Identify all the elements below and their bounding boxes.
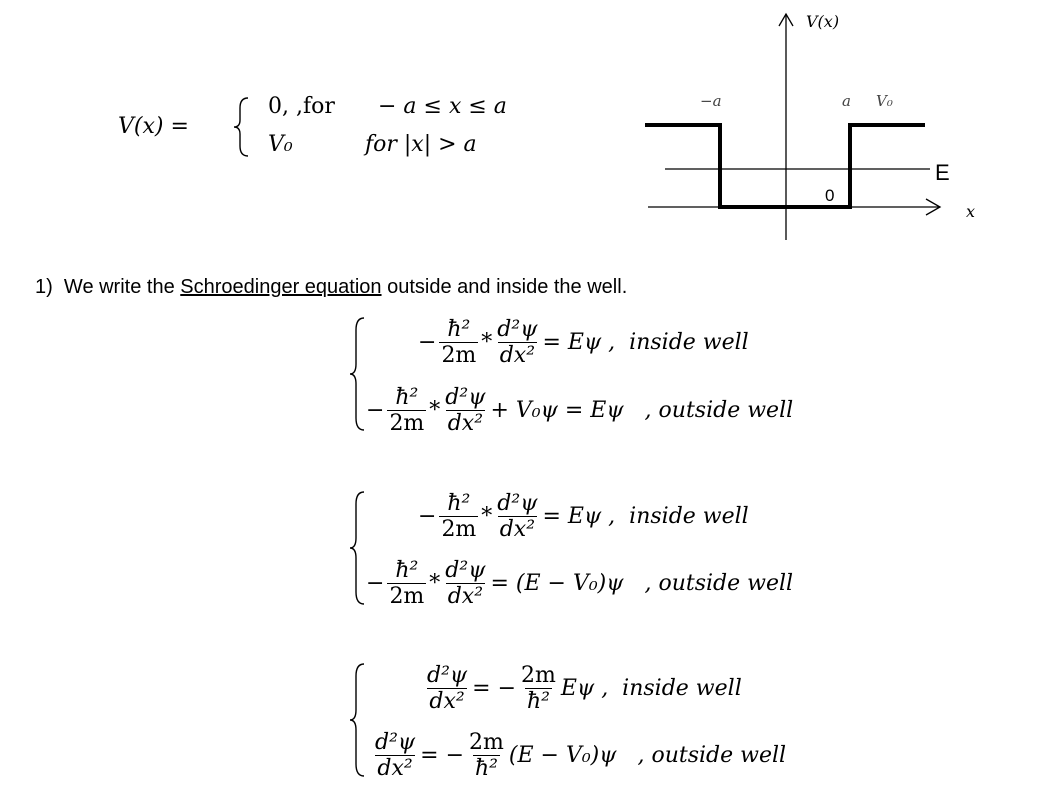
system-1-brace (349, 317, 365, 431)
v0-label: V₀ (876, 92, 893, 110)
case2-condition: for |x| > a (365, 132, 477, 157)
x-axis-arrow-icon (925, 198, 942, 216)
pos-a-label: a (842, 92, 851, 110)
step-text-pre: We write the (63, 276, 181, 298)
equation-rest: (E − V₀)ψ , outside well (508, 743, 787, 769)
potential-well-diagram (645, 12, 942, 240)
minus: − (366, 571, 385, 597)
zero-label: 0 (825, 186, 835, 205)
potential-lhs: V(x) = (118, 114, 189, 139)
equals-minus: = − (420, 743, 465, 769)
minus: − (418, 504, 437, 530)
potential-curve (645, 123, 925, 209)
y-axis-arrow-icon (778, 12, 794, 27)
system-2-brace (349, 491, 365, 605)
case2-value: V₀ (268, 132, 293, 157)
star: * (481, 330, 493, 356)
step-text-post: outside and inside the well. (381, 276, 628, 298)
star: * (429, 398, 441, 424)
star: * (429, 571, 441, 597)
step-number: 1) (35, 276, 53, 298)
equation-rest: = Eψ , inside well (542, 504, 749, 530)
schroedinger-equation-link[interactable]: Schroedinger equation (180, 276, 382, 298)
step-1-text: 1) We write the Schroedinger equation ou… (35, 276, 627, 299)
equation-rest: = (E − V₀)ψ , outside well (490, 571, 794, 597)
energy-label: E (935, 160, 950, 185)
minus: − (366, 398, 385, 424)
x-axis-label: x (966, 202, 976, 221)
equation-rest: = Eψ , inside well (542, 330, 749, 356)
star: * (481, 504, 493, 530)
equation-rest: Eψ , inside well (560, 676, 742, 702)
potential-brace (233, 97, 249, 157)
case1-value: 0, ,for (268, 94, 335, 119)
case1-condition: − a ≤ x ≤ a (378, 94, 507, 119)
neg-a-label: −a (700, 92, 722, 110)
system-3-brace (349, 663, 365, 777)
equals-minus: = − (472, 676, 517, 702)
y-axis-label: V(x) (806, 12, 840, 31)
minus: − (418, 330, 437, 356)
equation-rest: + V₀ψ = Eψ , outside well (490, 398, 794, 424)
